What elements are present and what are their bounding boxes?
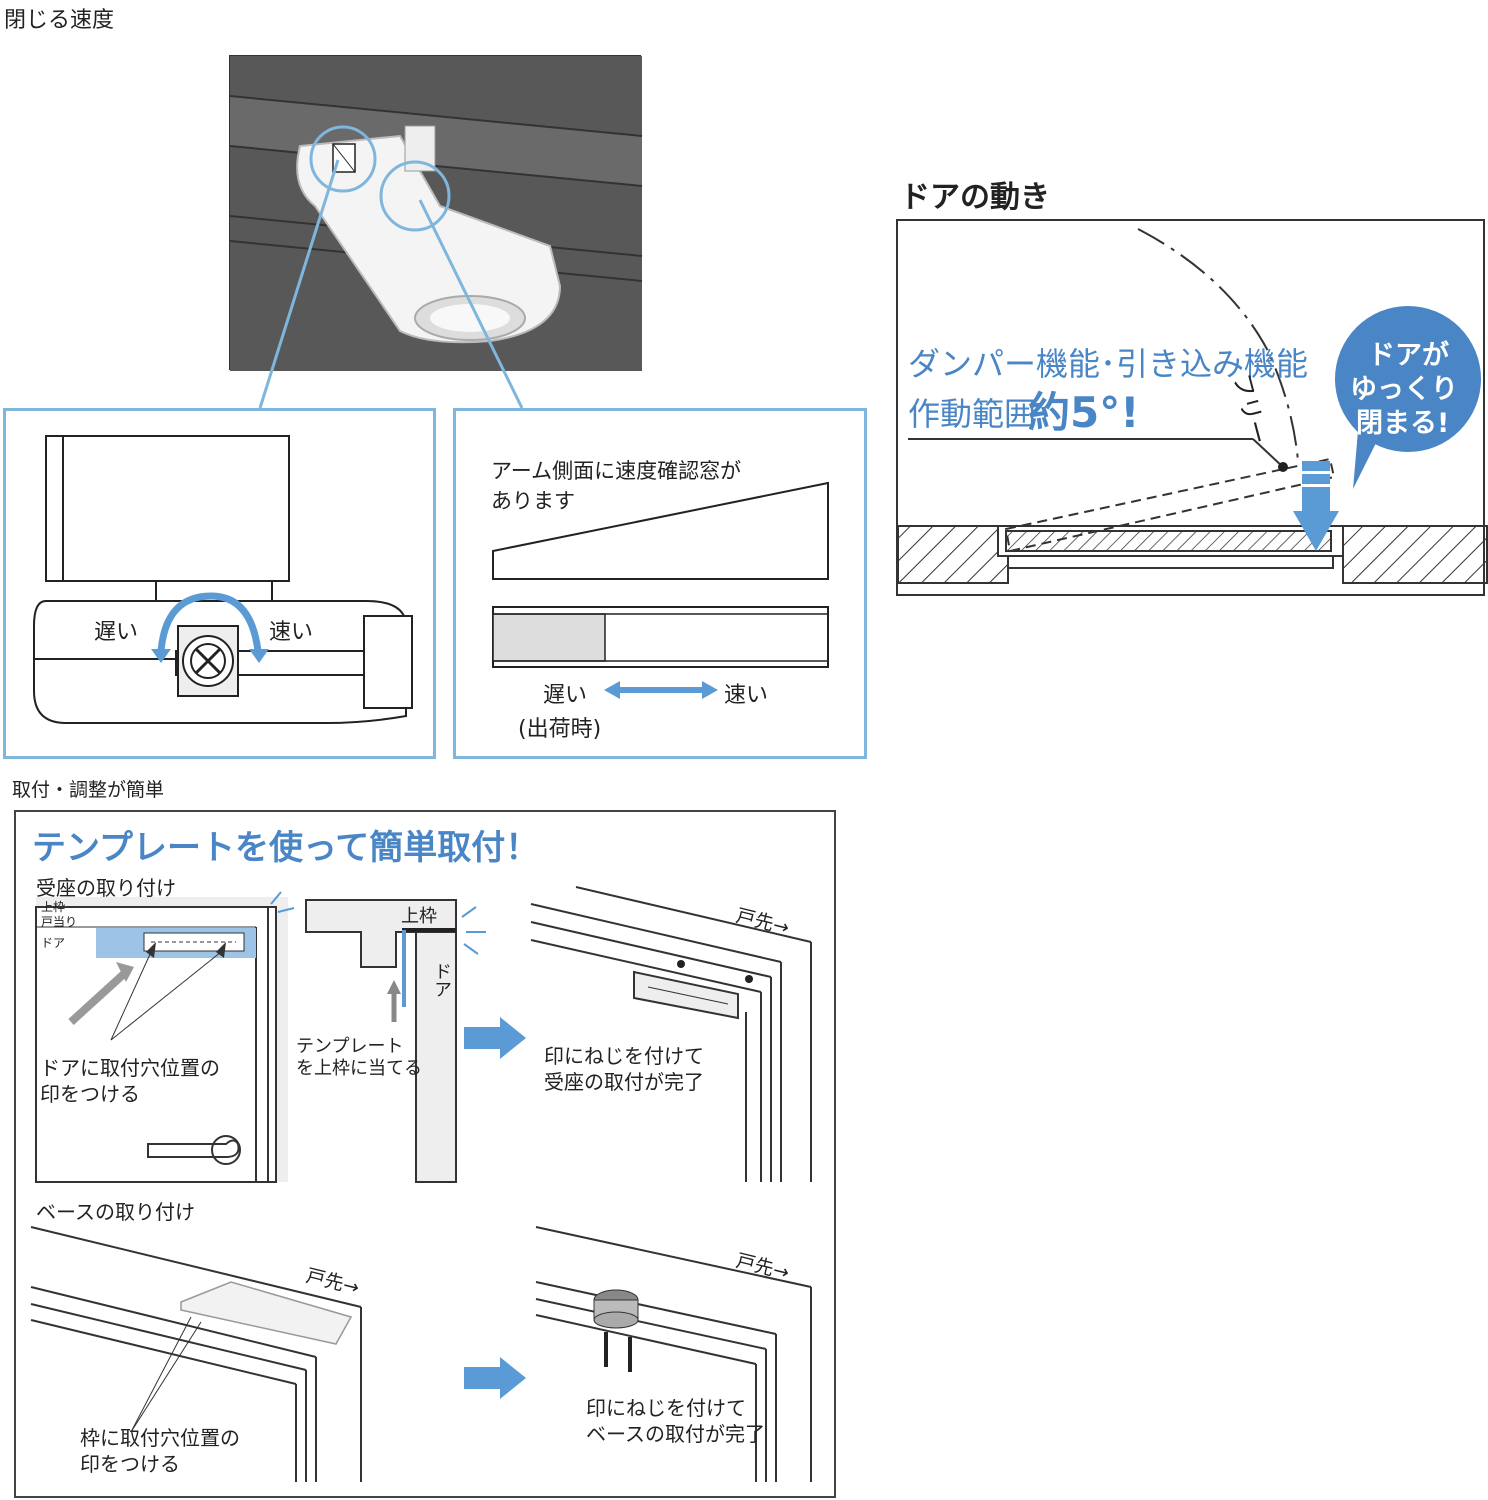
frame-label-stop: 戸当り [41,915,78,929]
top-frame-label: 上枠 [401,906,437,927]
window-fast-label: 速い [724,683,769,708]
template-label-2: を上枠に当てる [296,1058,422,1079]
damper-range: 約5°! [1028,388,1140,437]
install-panel: テンプレートを使って簡単取付！ 受座の取り付け [14,810,836,1498]
door-label: ドア [431,962,452,998]
closing-speed-title: 閉じる速度 [4,8,115,33]
speed-window-panel: アーム側面に速度確認窓が あります 遅い 速い (出荷時) [453,408,867,759]
install-title: 取付・調整が簡単 [12,779,165,801]
closer-photo [229,55,643,371]
damper-text-1: ダンパー機能･引き込み機能 [908,345,1309,383]
template-label-1: テンプレート [296,1036,404,1057]
speed-adjust-panel: 遅い 速い [3,408,436,759]
receiver-title: 受座の取り付け [36,876,176,900]
install-headline: テンプレートを使って簡単取付！ [32,828,540,868]
receiver-done-2: 受座の取付が完了 [544,1070,704,1094]
frame-label-top: 上枠 [41,900,66,914]
bubble-line-1: ドアが [1368,340,1449,371]
base-done-1: 印にねじを付けて [586,1396,746,1420]
window-note-2: あります [491,489,575,513]
receiver-mark-2: 印をつける [40,1082,140,1106]
window-note-1: アーム側面に速度確認窓が [491,459,742,483]
fast-label: 速い [269,620,314,645]
bubble-line-3: 閉まる! [1356,408,1450,439]
frame-label-door: ドア [41,936,66,950]
bubble-line-2: ゆっくり [1350,374,1458,405]
receiver-mark-1: ドアに取付穴位置の [40,1056,220,1080]
receiver-done-1: 印にねじを付けて [544,1044,704,1068]
door-motion-title: ドアの動き [900,180,1050,215]
damper-text-2: 作動範囲 [908,395,1037,433]
window-slow-label: 遅い [543,683,588,708]
door-motion-diagram: ダンパー機能･引き込み機能 作動範囲 約5°! フリー ドアが ゆっくり 閉まる… [896,219,1488,596]
install-drawings [30,886,812,1482]
factory-setting-label: (出荷時) [518,717,602,742]
base-mark-1: 枠に取付穴位置の [80,1426,240,1450]
slow-label: 遅い [94,620,139,645]
base-done-2: ベースの取付が完了 [586,1422,765,1446]
base-title: ベースの取り付け [36,1200,195,1224]
base-mark-2: 印をつける [80,1452,180,1476]
